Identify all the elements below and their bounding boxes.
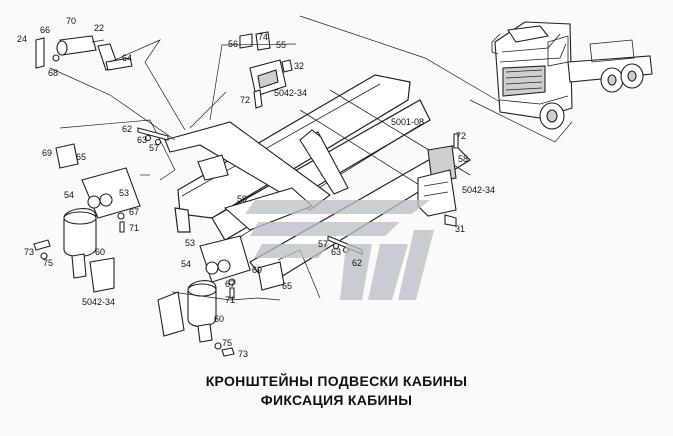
callout-68: 68 bbox=[48, 68, 58, 78]
callout-53-left: 53 bbox=[119, 188, 129, 198]
callout-65-left: 65 bbox=[76, 152, 86, 162]
callout-24: 24 bbox=[17, 34, 27, 44]
caption-line-2: ФИКСАЦИЯ КАБИНЫ bbox=[260, 392, 413, 408]
left-front-mount bbox=[33, 119, 176, 293]
callout-70: 70 bbox=[66, 16, 76, 26]
callout-57-upper: 57 bbox=[149, 143, 159, 153]
callout-32: 32 bbox=[294, 61, 304, 71]
callout-71-right: 71 bbox=[225, 295, 235, 305]
diagram-caption: КРОНШТЕЙНЫ ПОДВЕСКИ КАБИНЫ ФИКСАЦИЯ КАБИ… bbox=[0, 372, 673, 410]
callout-73-left: 73 bbox=[24, 247, 34, 257]
callout-53-right: 53 bbox=[185, 238, 195, 248]
caption-line-1: КРОНШТЕЙНЫ ПОДВЕСКИ КАБИНЫ bbox=[205, 373, 468, 389]
callout-63-upper: 63 bbox=[137, 135, 147, 145]
callout-5001-08: 5001-08 bbox=[391, 117, 424, 127]
right-front-mount bbox=[157, 235, 321, 357]
callout-58: 58 bbox=[458, 154, 468, 164]
callout-69-right: 69 bbox=[252, 265, 262, 275]
callout-60-left: 60 bbox=[95, 247, 105, 257]
callout-57-lower: 57 bbox=[318, 239, 328, 249]
callout-54-right: 54 bbox=[181, 259, 191, 269]
callout-72-top: 72 bbox=[240, 95, 250, 105]
callout-67-left: 67 bbox=[129, 207, 139, 217]
callout-5042-34-top: 5042-34 bbox=[274, 88, 307, 98]
callout-73-right: 73 bbox=[238, 349, 248, 359]
callout-67-right: 67 bbox=[225, 279, 235, 289]
callout-71-left: 71 bbox=[129, 223, 139, 233]
callout-56: 56 bbox=[228, 39, 238, 49]
callout-64: 64 bbox=[122, 53, 132, 63]
callout-31: 31 bbox=[455, 224, 465, 234]
callout-66: 66 bbox=[40, 25, 50, 35]
callout-65-right: 65 bbox=[282, 281, 292, 291]
callout-62-lower: 62 bbox=[352, 258, 362, 268]
callout-72-right: 72 bbox=[456, 131, 466, 141]
callout-75-right: 75 bbox=[222, 338, 232, 348]
callout-75-left: 75 bbox=[43, 258, 53, 268]
callout-63-lower: 63 bbox=[331, 247, 341, 257]
callout-54-left: 54 bbox=[64, 190, 74, 200]
stabilizer-kit bbox=[35, 35, 186, 141]
callout-labels: 24 66 70 22 64 68 56 74 55 32 72 5042-34… bbox=[17, 16, 495, 359]
callout-60-right: 60 bbox=[214, 314, 224, 324]
callout-62-upper: 62 bbox=[122, 124, 132, 134]
thumbnail-leaders bbox=[299, 15, 573, 143]
callout-22: 22 bbox=[94, 23, 104, 33]
callout-5042-34-bottom: 5042-34 bbox=[82, 297, 115, 307]
callout-5042-34-right: 5042-34 bbox=[462, 185, 495, 195]
callout-55: 55 bbox=[276, 40, 286, 50]
bolt-set-upper bbox=[137, 127, 169, 146]
callout-59: 59 bbox=[237, 194, 247, 204]
callout-69-left: 69 bbox=[42, 148, 52, 158]
rear-bracket-assembly bbox=[417, 133, 459, 227]
callout-74: 74 bbox=[258, 32, 268, 42]
logo-watermark bbox=[245, 200, 434, 300]
truck-thumbnail bbox=[491, 21, 653, 130]
cab-lock-assembly bbox=[189, 31, 297, 129]
